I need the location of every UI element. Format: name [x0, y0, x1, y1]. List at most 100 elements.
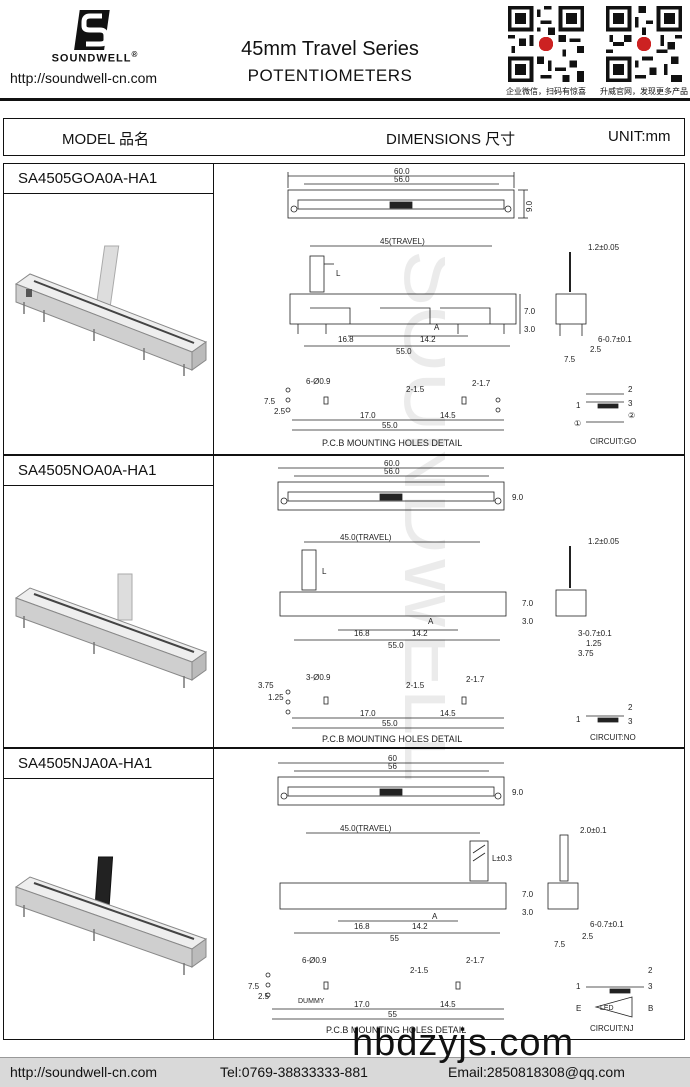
- pcb-h1: 17.0: [354, 1000, 370, 1009]
- pcb-slot-1: 2-1.5: [410, 966, 429, 975]
- pcb-v2: 2.5: [258, 992, 270, 1001]
- circuit-pin-b: B: [648, 1004, 653, 1013]
- pcb-caption: P.C.B MOUNTING HOLES DETAIL: [322, 734, 462, 744]
- pcb-caption: P.C.B MOUNTING HOLES DETAIL: [326, 1025, 466, 1035]
- dim-3-0: 3.0: [522, 908, 534, 917]
- dim-pin-spec: 6-0.7±0.1: [590, 920, 624, 929]
- circuit-pin-2: 2: [648, 966, 653, 975]
- overlay-watermark-text: hbdzyjs.com: [352, 1022, 575, 1064]
- dim-7-0: 7.0: [522, 599, 534, 608]
- pcb-slot-2: 2-1.7: [472, 379, 491, 388]
- model-name: SA4505GOA0A-HA1: [4, 164, 214, 194]
- dim-outer-width: 60.0: [394, 167, 410, 176]
- dim-total-length: 55: [390, 934, 399, 943]
- dim-a: A: [432, 912, 438, 921]
- dim-3-0: 3.0: [524, 325, 536, 334]
- pcb-v1: 3.75: [258, 681, 274, 690]
- circuit-pin-b: ②: [628, 411, 635, 420]
- dim-inner-width: 56: [388, 762, 397, 771]
- brand-name: SOUNDWELL®: [51, 50, 139, 65]
- dim-7-0: 7.0: [522, 890, 534, 899]
- header-rule: [0, 98, 690, 101]
- dim-inner-width: 56.0: [384, 467, 400, 476]
- circuit-pin-3: 3: [628, 717, 633, 726]
- product-photo: [4, 779, 214, 1039]
- dim-14-2: 14.2: [412, 922, 428, 931]
- qr-code-website-icon: [606, 6, 682, 82]
- dim-total-length: 55.0: [396, 347, 412, 356]
- end-view: 1.2±0.05 6-0.7±0.1 2.5 7.5: [555, 243, 632, 364]
- top-view: 60.0 56.0 9.0: [287, 167, 534, 219]
- qr-caption-wechat: 企业微信，扫码有惊喜: [506, 87, 586, 96]
- circuit-pin-e: E: [576, 1004, 581, 1013]
- qr-caption-website: 升威官网，发现更多产品: [600, 87, 688, 96]
- dim-total-length: 55.0: [388, 641, 404, 650]
- pcb-slot-1: 2-1.5: [406, 681, 425, 690]
- dim-pin-pitch: 2.5: [590, 345, 602, 354]
- footer: http://soundwell-cn.com Tel:0769-3883333…: [0, 1057, 690, 1087]
- dim-pin-pitch: 2.5: [582, 932, 594, 941]
- qr-code-wechat-icon: [508, 6, 584, 82]
- dim-end-width: 7.5: [564, 355, 576, 364]
- dimension-drawing: 60.0 56.0 9.0 45.0(TRAVEL) L 16.8 14.2 A…: [214, 456, 684, 747]
- dim-shaft-width: 1.2±0.05: [588, 537, 620, 546]
- circuit-diagram: LED 2 1 3 E B CIRCUIT:NJ: [576, 966, 653, 1033]
- pcb-caption: P.C.B MOUNTING HOLES DETAIL: [322, 438, 462, 448]
- dim-a: A: [428, 617, 434, 626]
- dim-travel: 45.0(TRAVEL): [340, 533, 392, 542]
- dimensions-column-header: DIMENSIONS 尺寸: [386, 131, 516, 148]
- top-view: 60.0 56.0 9.0: [277, 459, 524, 511]
- dim-pin-spec: 3-0.7±0.1: [578, 629, 612, 638]
- circuit-label: CIRCUIT:NO: [590, 733, 636, 742]
- dim-7-0: 7.0: [524, 307, 536, 316]
- pcb-slot-2: 2-1.7: [466, 675, 485, 684]
- dim-16-8: 16.8: [354, 922, 370, 931]
- dim-travel: 45(TRAVEL): [380, 237, 425, 246]
- footer-website[interactable]: http://soundwell-cn.com: [10, 1064, 158, 1080]
- dim-14-2: 14.2: [420, 335, 436, 344]
- product-section-2: SA4505NOA0A-HA1 60.0 56.0 9.0 45.0(TRAVE…: [3, 455, 685, 748]
- circuit-pin-2: 2: [628, 385, 633, 394]
- circuit-led: LED: [600, 1005, 614, 1012]
- product-photo: [4, 194, 214, 454]
- dim-14-2: 14.2: [412, 629, 428, 638]
- circuit-label: CIRCUIT:GO: [590, 437, 636, 446]
- dim-a: A: [434, 323, 440, 332]
- circuit-pin-3: 3: [628, 399, 633, 408]
- pcb-h1: 17.0: [360, 411, 376, 420]
- top-view: 60 56 9.0: [277, 754, 524, 806]
- model-column-header: MODEL 品名: [62, 131, 149, 148]
- dim-height: 9.0: [512, 788, 524, 797]
- dim-inner-width: 56.0: [394, 175, 410, 184]
- pcb-holes: 3-Ø0.9: [306, 673, 331, 682]
- model-name: SA4505NOA0A-HA1: [4, 456, 214, 486]
- page-title: 45mm Travel Series: [241, 38, 419, 60]
- circuit-pin-3: 3: [648, 982, 653, 991]
- end-view: 1.2±0.05 3-0.7±0.1 1.25 3.75: [555, 537, 620, 658]
- circuit-diagram: 2 1 3 CIRCUIT:NO: [576, 703, 636, 742]
- dim-end-width: 3.75: [578, 649, 594, 658]
- pcb-layout: 6-Ø0.9 2-1.5 2-1.7 7.5 2.5 17.0 14.5 55.…: [264, 377, 504, 448]
- dim-height: 9.0: [512, 493, 524, 502]
- page-subtitle: POTENTIOMETERS: [247, 66, 413, 85]
- pcb-h2: 14.5: [440, 411, 456, 420]
- dim-pin-spec: 6-0.7±0.1: [598, 335, 632, 344]
- end-view: 2.0±0.1 6-0.7±0.1 2.5 7.5: [547, 826, 624, 949]
- product-photo: [4, 486, 214, 747]
- model-name: SA4505NJA0A-HA1: [4, 749, 214, 779]
- product-section-3: SA4505NJA0A-HA1 60 56 9.0 45.0(TRAVEL): [3, 748, 685, 1040]
- dim-travel: 45.0(TRAVEL): [340, 824, 392, 833]
- pcb-h1: 17.0: [360, 709, 376, 718]
- footer-tel: Tel:0769-38833333-881: [220, 1064, 368, 1080]
- pcb-slot-1: 2-1.5: [406, 385, 425, 394]
- side-view: 45.0(TRAVEL) L±0.3 16.8 14.2 A 55 7.0 3.…: [279, 824, 534, 943]
- pcb-slot-2: 2-1.7: [466, 956, 485, 965]
- dimension-drawing: 60.0 56.0 9.0 45(TRAVEL) L 16.8 14.2 A 5…: [214, 164, 684, 454]
- pcb-holes: 6-Ø0.9: [306, 377, 331, 386]
- soundwell-logo: [74, 10, 110, 50]
- header-url[interactable]: http://soundwell-cn.com: [10, 70, 158, 86]
- dim-shaft-width: 1.2±0.05: [588, 243, 620, 252]
- footer-email[interactable]: Email:2850818308@qq.com: [448, 1064, 625, 1080]
- dim-pin-pitch: 1.25: [586, 639, 602, 648]
- side-view: 45.0(TRAVEL) L 16.8 14.2 A 55.0 7.0 3.0: [279, 533, 534, 650]
